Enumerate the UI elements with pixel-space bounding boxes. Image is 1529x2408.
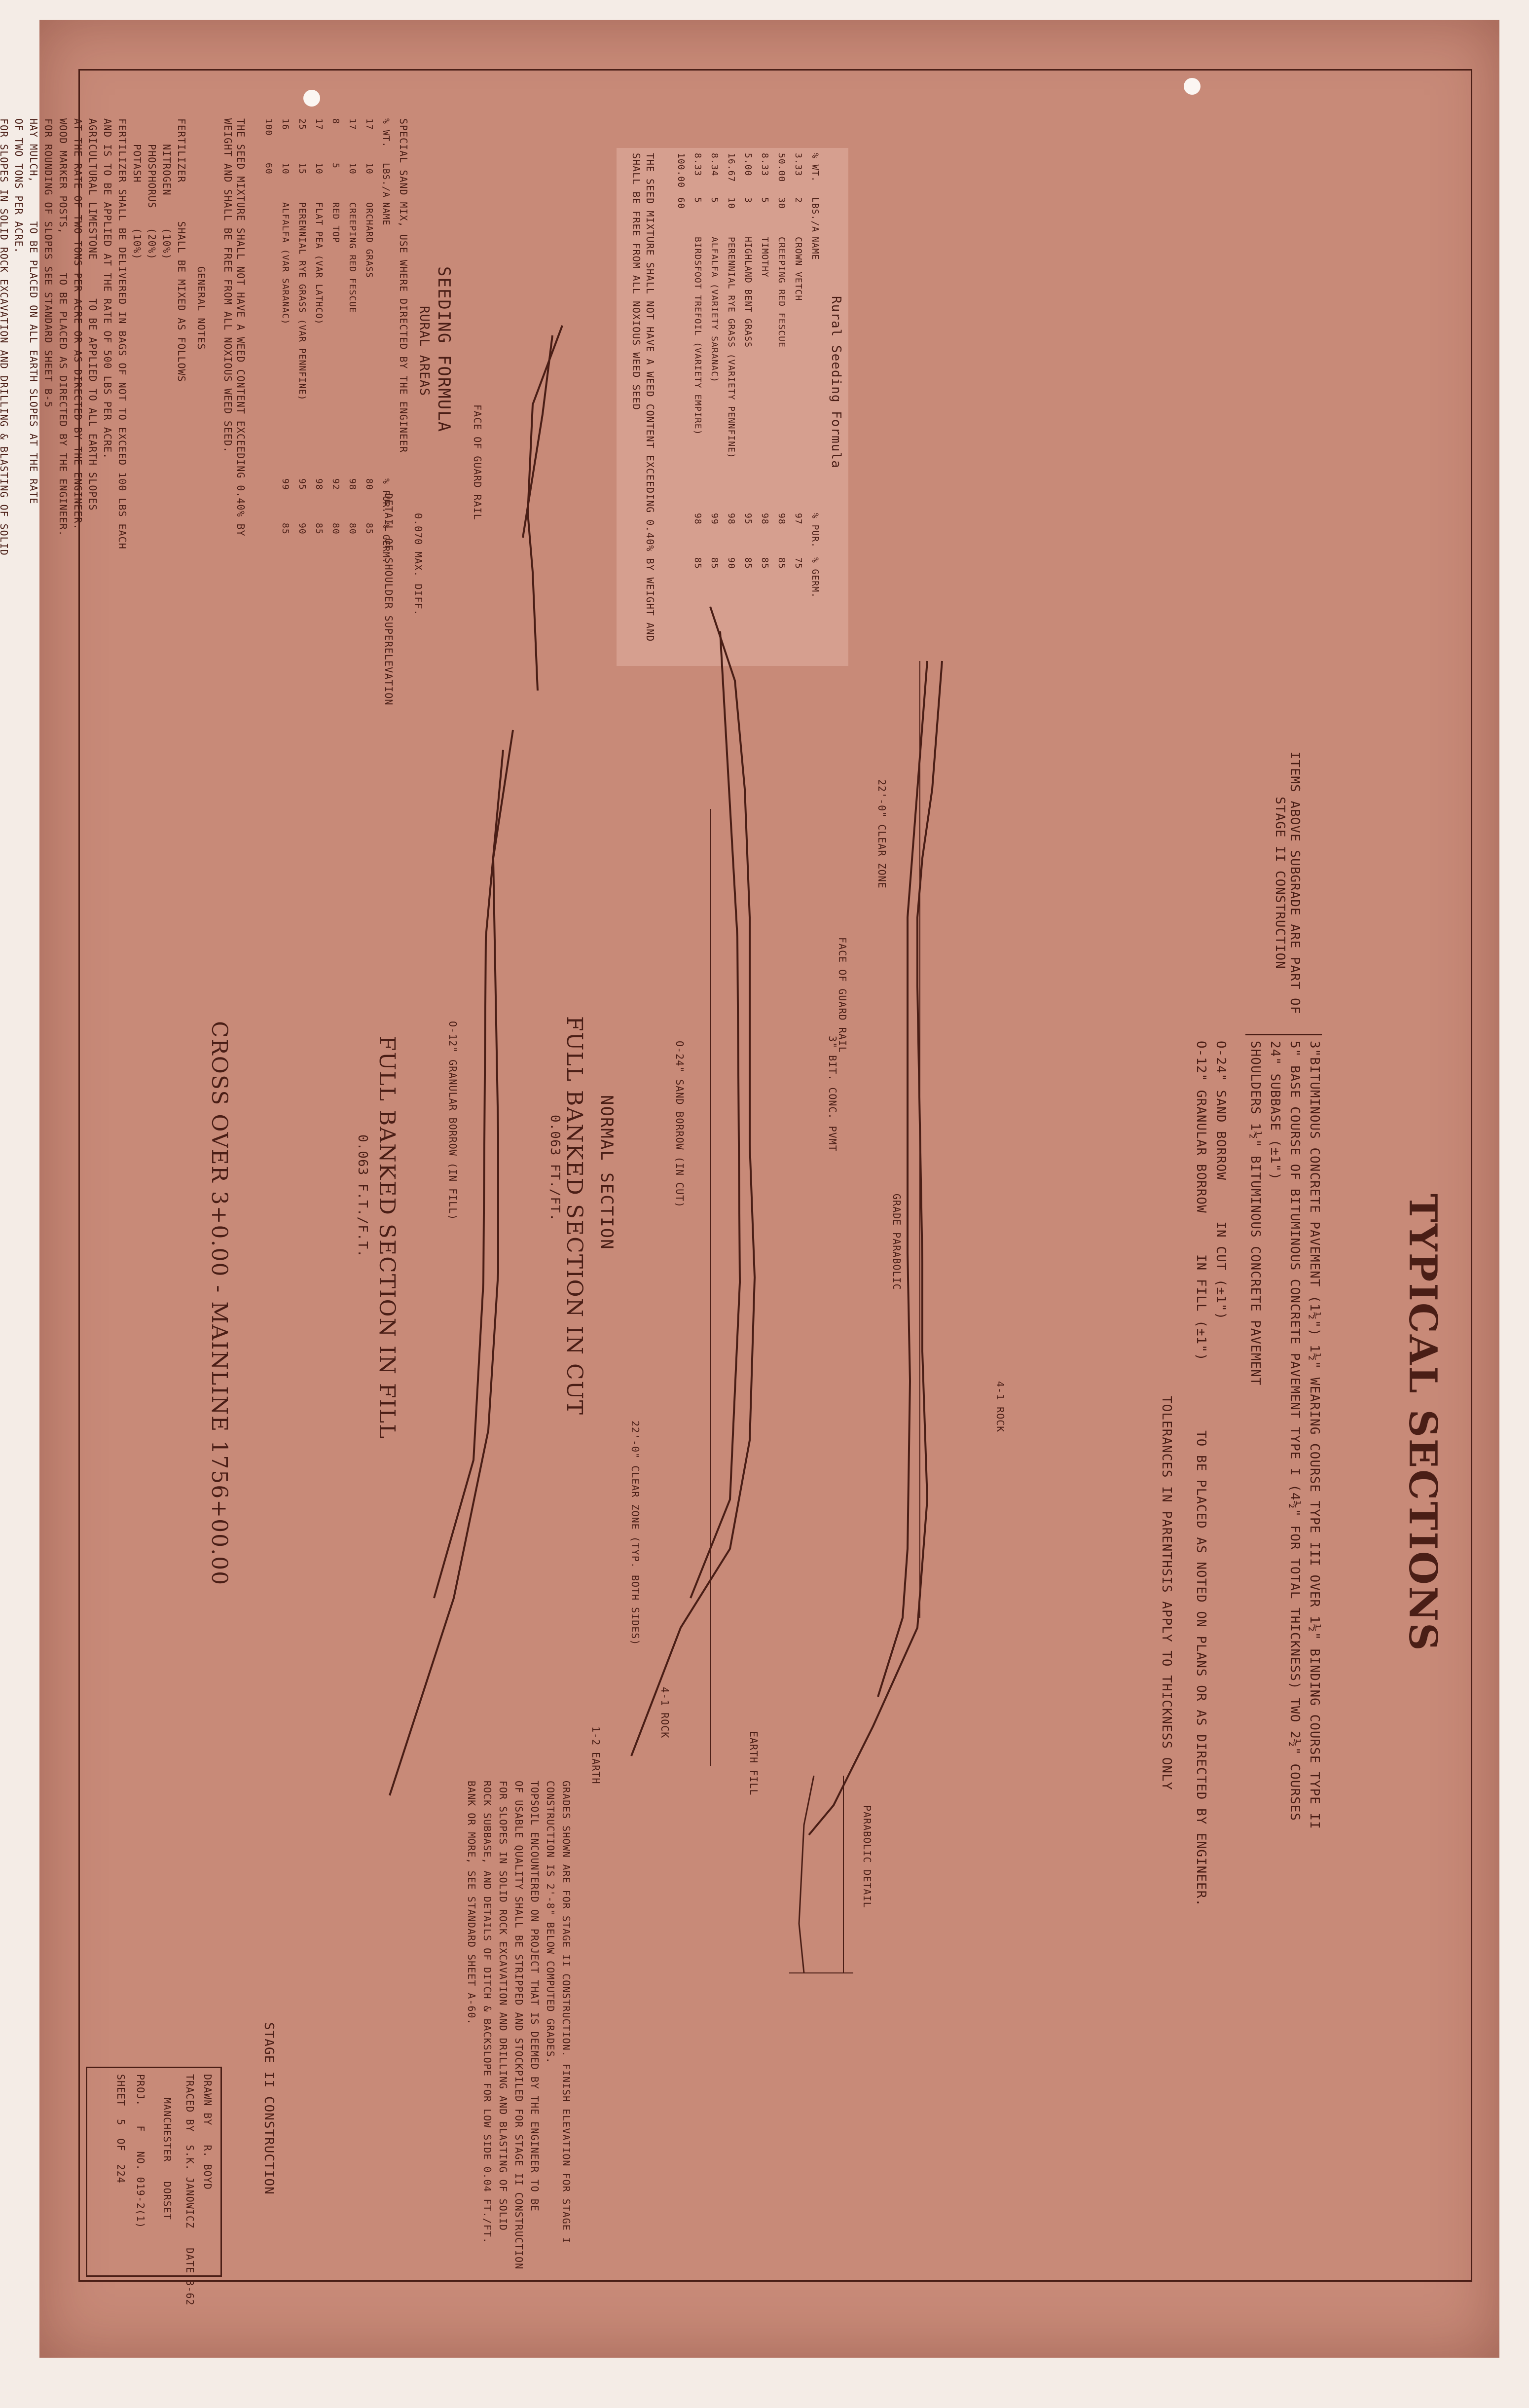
project-number: PROJ. F NO. 019-2(1) [135, 2074, 146, 2228]
rock-label: 4-1 ROCK [994, 1381, 1006, 1433]
shoulder-maxdiff: 0.070 MAX. DIFF. [412, 513, 424, 616]
crossover-title: CROSS OVER 3+0.00 - MAINLINE 1756+00.00 [207, 1021, 232, 1586]
note-line: FOR SLOPES IN SOLID ROCK EXCAVATION AND … [497, 1781, 509, 2231]
clear-zone-both-label: 22'-0" CLEAR ZONE (TYP. BOTH SIDES) [629, 1421, 641, 1646]
fill-section-subgrade [433, 749, 504, 1599]
drawn-by: DRAWN BY R. BOYD [202, 2074, 214, 2190]
cut-section-profile [630, 606, 756, 1756]
title-block: DRAWN BY R. BOYD TRACED BY S.K. JANOWICZ… [86, 2067, 222, 2305]
parabolic-detail-title: PARABOLIC DETAIL [861, 1805, 873, 1908]
cut-section-title: FULL BANKED SECTION IN CUT [562, 1016, 587, 1416]
pvmt-label: 3" BIT. CONC. PVMT [827, 1036, 838, 1152]
shoulder-detail-title: DETAIL OF SHOULDER SUPERELEVATION [383, 493, 395, 706]
sheet-number: SHEET 5 OF 224 [115, 2074, 127, 2184]
fill-section-profile [389, 730, 514, 1796]
traced-by: TRACED BY S.K. JANOWICZ DATE 3-62 [184, 2074, 196, 2306]
section-drawings [389, 325, 943, 1973]
grade-parabolic-label: GRADE PARABOLIC [891, 1194, 903, 1290]
note-line: GRADES SHOWN ARE FOR STAGE II CONSTRUCTI… [560, 1781, 572, 2244]
earth-fill-label: EARTH FILL [748, 1731, 760, 1796]
note-line: TOPSOIL ENCOUNTERED ON PROJECT THAT IS D… [529, 1781, 541, 2212]
location: MANCHESTER DORSET [161, 2098, 173, 2220]
cut-section-sub: 0.063 FT./FT. [547, 1115, 562, 1222]
granular-borrow-label: O-12" GRANULAR BORROW (IN FILL) [447, 1021, 459, 1221]
shoulder-detail-profile [526, 325, 563, 691]
normal-section-subgrade [877, 660, 928, 1697]
shoulder-detail-guardrail [522, 335, 553, 538]
shoulder-face-label: FACE OF GUARD RAIL [472, 404, 483, 520]
note-line: OF USABLE QUALITY SHALL BE STRIPPED AND … [513, 1781, 525, 2270]
fill-section-title: FULL BANKED SECTION IN FILL [374, 1036, 400, 1440]
rotated-drawing: TYPICAL SECTIONS 3"BITUMINOUS CONCRETE P… [0, 20, 1499, 2358]
punch-hole-left [303, 90, 320, 107]
note-line: HAY MULCH, TO BE PLACED ON ALL EARTH SLO… [28, 118, 39, 505]
earth-label: 1-2 EARTH [590, 1726, 602, 1785]
parabolic-detail-curve [798, 1775, 815, 1973]
note-line: CONSTRUCTION IS 2'-8" BELOW COMPUTED GRA… [545, 1781, 556, 2064]
note-line: ROCK SUBBASE, AND DETAILS OF DITCH & BAC… [481, 1781, 493, 2244]
note-line: FOR SLOPES IN SOLID ROCK EXCAVATION AND … [0, 118, 10, 556]
normal-section-profile [808, 660, 943, 1836]
punch-hole-right [1184, 78, 1201, 95]
stage-label: STAGE II CONSTRUCTION [261, 2022, 276, 2195]
cut-section-subgrade [690, 631, 741, 1599]
clear-zone-label: 22'-0" CLEAR ZONE [876, 779, 888, 889]
fill-section-sub: 0.063 F.T./F.T. [355, 1134, 370, 1258]
note-line: BANK OR MORE, SEE STANDARD SHEET A-60. [466, 1781, 477, 2025]
note-line: OF TWO TONS PER ACRE. [13, 118, 25, 254]
sand-borrow-label: O-24" SAND BORROW (IN CUT) [674, 1041, 686, 1208]
normal-section-title: NORMAL SECTION [597, 1095, 617, 1250]
rock-label: 4-1 ROCK [659, 1687, 671, 1739]
drawing-sheet: TYPICAL SECTIONS 3"BITUMINOUS CONCRETE P… [0, 20, 1499, 2358]
